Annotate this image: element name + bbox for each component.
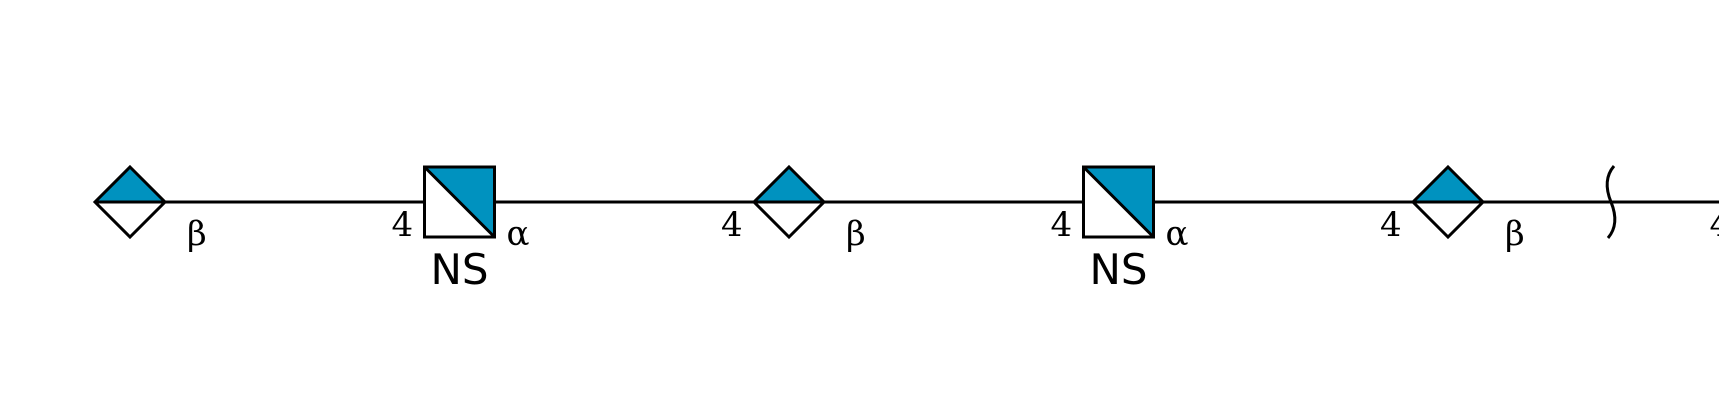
diamond-top-fill bbox=[1413, 167, 1483, 202]
linkage-anomer-label: β bbox=[1505, 214, 1525, 254]
square-icon bbox=[423, 165, 496, 239]
square-icon bbox=[1082, 165, 1155, 239]
linkage-position-label: 4 bbox=[1380, 205, 1402, 245]
linkage-position-label: 4 bbox=[1051, 205, 1073, 245]
glcn-residue bbox=[1082, 165, 1155, 239]
glcn-residue bbox=[423, 165, 496, 239]
diamond-icon bbox=[1410, 164, 1486, 240]
substituent-label: NS bbox=[430, 245, 488, 294]
idoa-residue bbox=[1410, 164, 1486, 240]
diamond-icon bbox=[751, 164, 827, 240]
square-diagonal bbox=[423, 165, 496, 239]
square-diagonal bbox=[1082, 165, 1155, 239]
diamond-bottom bbox=[754, 202, 824, 237]
linkage-position-label: 4 bbox=[1710, 205, 1719, 245]
idoa-residue bbox=[751, 164, 827, 240]
reducing-end-bracket-icon bbox=[1605, 165, 1617, 239]
diamond-top-fill bbox=[95, 167, 165, 202]
linkage-position-label: 4 bbox=[721, 205, 743, 245]
diamond-bottom bbox=[1413, 202, 1483, 237]
linkage-position-label: 4 bbox=[392, 205, 414, 245]
diamond-top-fill bbox=[754, 167, 824, 202]
linkage-anomer-label: β bbox=[846, 214, 866, 254]
diamond-bottom bbox=[95, 202, 165, 237]
linkage-anomer-label: α bbox=[507, 214, 530, 254]
diamond-icon bbox=[92, 164, 168, 240]
linkage-anomer-label: α bbox=[1166, 214, 1189, 254]
idoa-residue bbox=[92, 164, 168, 240]
linkage-anomer-label: β bbox=[187, 214, 207, 254]
substituent-label: NS bbox=[1089, 245, 1147, 294]
